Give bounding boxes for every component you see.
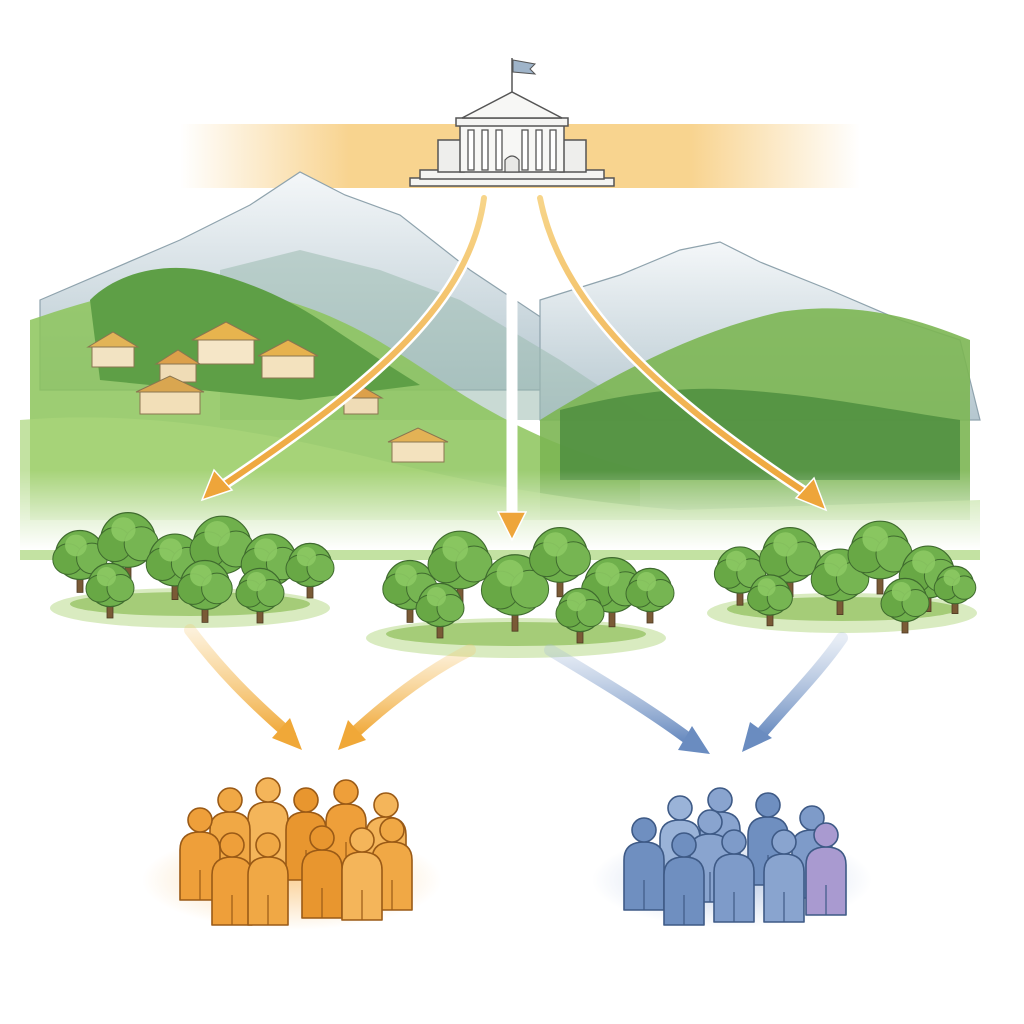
person-icon xyxy=(301,825,343,919)
arrow-head xyxy=(678,726,710,754)
tree-icon xyxy=(529,527,591,598)
tree-icon xyxy=(427,530,493,605)
forest-cluster-center xyxy=(366,527,675,658)
arrow-center-region-to-blue-group xyxy=(544,644,696,746)
government-building-icon xyxy=(409,58,615,187)
village-house xyxy=(338,385,384,415)
flag-icon xyxy=(512,59,537,75)
person-icon xyxy=(663,832,705,926)
blue-people-group xyxy=(623,787,847,926)
tree-icon xyxy=(177,559,233,623)
tree-icon xyxy=(747,574,793,627)
person-icon xyxy=(179,807,221,901)
tree-icon xyxy=(285,542,335,599)
arrow-head xyxy=(272,718,302,750)
tree-icon xyxy=(759,527,821,598)
arrow-head xyxy=(338,720,366,750)
village-house xyxy=(191,321,261,365)
arrow-head xyxy=(496,511,528,542)
hillside-village xyxy=(86,321,449,463)
arrow-center-region-to-orange-group xyxy=(346,644,476,741)
person-icon xyxy=(763,829,805,923)
people-groups xyxy=(179,777,847,926)
tree-icon xyxy=(480,554,550,632)
person-icon xyxy=(713,829,755,923)
top-arrows xyxy=(200,192,828,542)
orange-people-group xyxy=(179,777,413,926)
tree-icon xyxy=(97,512,159,583)
tree-icon xyxy=(625,567,675,624)
tree-icon xyxy=(85,562,135,619)
tree-icon xyxy=(933,565,977,614)
village-house xyxy=(86,331,140,368)
arrow-head xyxy=(742,722,772,752)
arrow-left-region-to-orange-group xyxy=(184,624,296,741)
tree-icon xyxy=(847,520,913,595)
person-icon xyxy=(341,827,383,921)
tree-icon xyxy=(880,577,930,634)
arrow-head xyxy=(794,476,828,512)
forest-cluster-right xyxy=(707,520,977,634)
tree-icon xyxy=(415,582,465,639)
forest-clusters xyxy=(50,512,977,658)
person-icon xyxy=(247,832,289,926)
tree-icon xyxy=(235,567,285,624)
person-icon xyxy=(623,817,665,911)
arrow-right-region-to-blue-group xyxy=(754,632,848,741)
arrow-head xyxy=(200,468,234,502)
building-columns xyxy=(467,129,557,171)
village-house xyxy=(387,427,449,463)
bottom-arrows xyxy=(184,624,848,754)
village-house xyxy=(135,375,205,415)
village-house xyxy=(257,339,319,379)
forest-right xyxy=(560,388,960,480)
tree-icon xyxy=(555,587,605,644)
forest-cluster-left xyxy=(50,512,335,628)
person-icon xyxy=(805,822,847,916)
